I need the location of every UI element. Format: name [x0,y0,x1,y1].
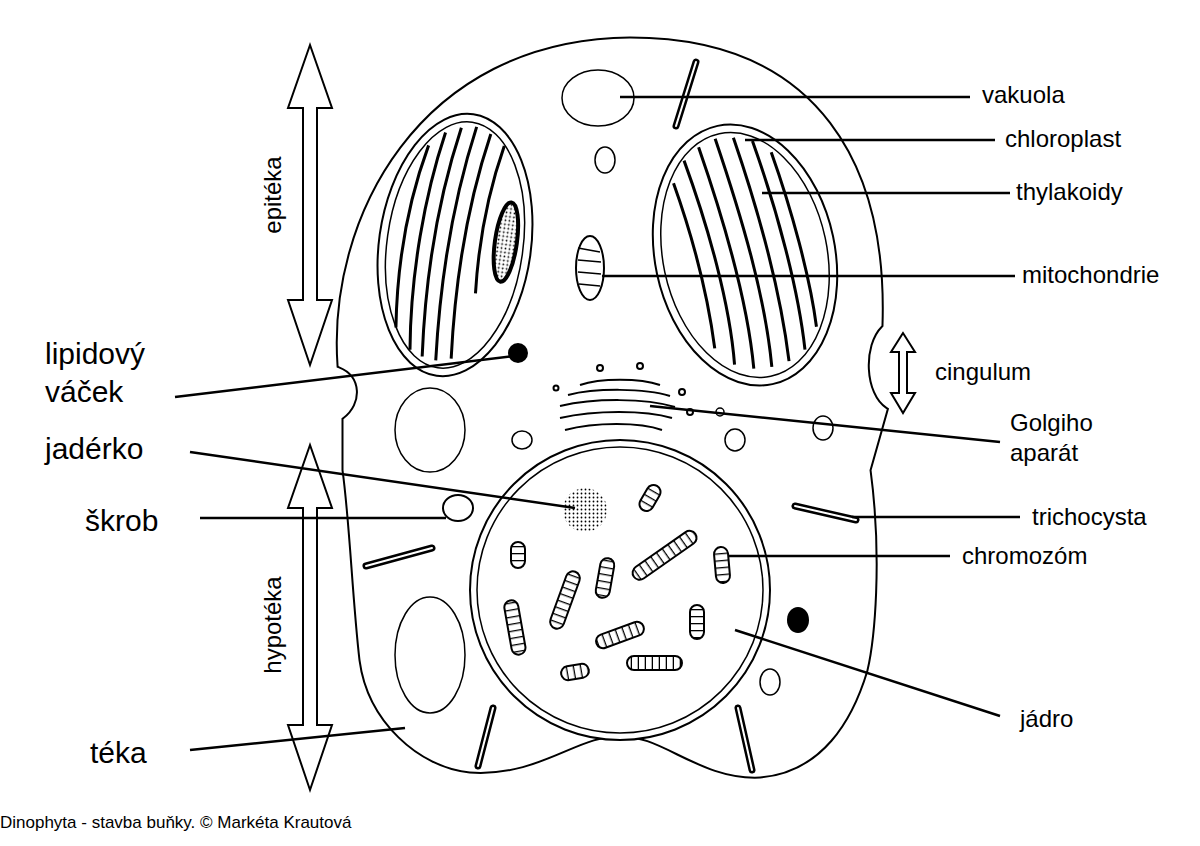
lipid-droplet [508,343,528,363]
mitochondrion [576,236,604,300]
region-label: epitéka [257,156,287,233]
organelle-label: škrob [85,502,158,540]
organelle-label: chromozóm [962,541,1087,571]
organelle-label: jadérko [45,430,143,468]
chromosomes [503,482,730,681]
region-label: hypotéka [257,576,287,673]
organelle-label: lipidový váček [45,335,185,410]
theca-outline [339,40,885,775]
nucleus [470,440,770,740]
lipid-droplet [787,607,809,633]
golgi-apparatus [554,363,694,430]
organelle-label: vakuola [982,80,1065,110]
region-label: cingulum [935,357,1031,387]
organelle-label: jádro [1020,704,1073,734]
organelle-label: trichocysta [1032,502,1147,532]
organelle-label: chloroplast [1005,124,1121,154]
organelle-label: mitochondrie [1022,260,1159,290]
chloroplast-left [361,104,548,387]
organelle-label: thylakoidy [1016,177,1123,207]
structure-label: téka [90,734,147,772]
starch-grain [443,495,473,521]
figure-caption: Dinophyta - stavba buňky. © Markéta Krau… [0,812,351,833]
trichocysts [366,62,856,770]
chloroplast-right [630,107,861,403]
leader-lines [175,97,1020,750]
bracket-arrows [288,45,915,790]
organelle-label: Golgiho aparát [1010,408,1120,468]
